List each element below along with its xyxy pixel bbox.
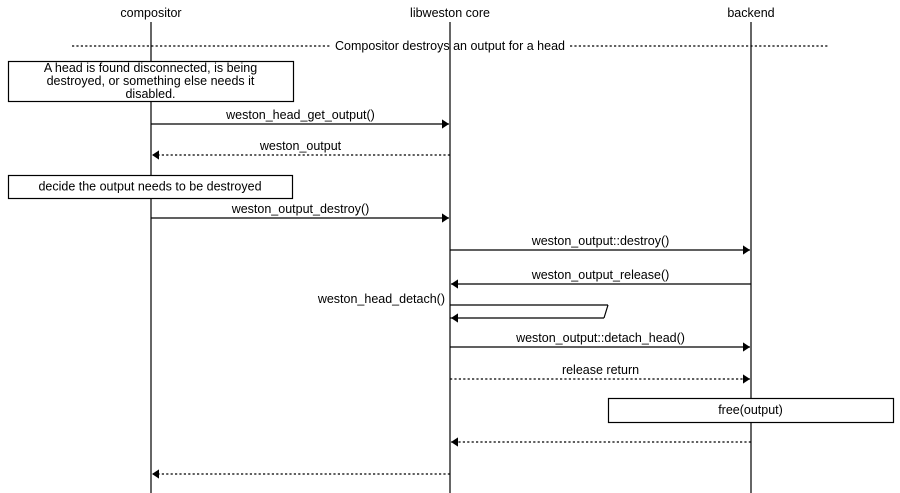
msg-weston-output-detach-head: weston_output::detach_head()	[450, 331, 750, 352]
msg-weston-head-get-output-label: weston_head_get_output()	[225, 108, 375, 122]
msg-return-backend-core-arrowhead	[451, 437, 458, 447]
msg-weston-output-destroy-arrowhead	[442, 213, 449, 223]
msg-weston-output-release: weston_output_release()	[451, 268, 751, 289]
msg-weston-output-detach-head-arrowhead	[743, 342, 750, 352]
messages-group: weston_head_get_output() weston_outputwes…	[151, 108, 751, 479]
msg-weston-output-destroy-cb-label: weston_output::destroy()	[531, 234, 670, 248]
msg-weston-output-destroy-label: weston_output_destroy()	[231, 202, 370, 216]
msg-weston-head-detach: weston_head_detach()	[317, 292, 609, 323]
divider-label: Compositor destroys an output for a head	[335, 39, 565, 53]
note-free-output-box	[607, 397, 895, 424]
notes-group: A head is found disconnected, is beingde…	[7, 60, 895, 424]
msg-release-return: release return	[450, 363, 750, 384]
note-free-output-line-0: free(output)	[718, 403, 783, 417]
msg-weston-output-detach-head-label: weston_output::detach_head()	[515, 331, 685, 345]
note-decide-destroy-box	[7, 174, 294, 200]
note-head-disconnected: A head is found disconnected, is beingde…	[7, 60, 295, 103]
msg-weston-head-get-output-arrowhead	[442, 119, 449, 129]
msg-weston-output-label: weston_output	[259, 139, 342, 153]
msg-weston-head-get-output: weston_head_get_output()	[151, 108, 449, 129]
msg-weston-output-release-arrowhead	[451, 279, 458, 289]
note-free-output: free(output)	[607, 397, 895, 424]
msg-release-return-label: release return	[562, 363, 639, 377]
msg-weston-output-release-label: weston_output_release()	[531, 268, 670, 282]
actor-label-backend: backend	[727, 6, 774, 20]
msg-weston-head-detach-line-turn	[603, 304, 609, 319]
actor-label-libweston-core: libweston core	[410, 6, 490, 20]
actor-labels-group: compositor libweston core backend	[120, 6, 774, 20]
note-head-disconnected-line-1: destroyed, or something else needs it	[47, 74, 255, 88]
note-head-disconnected-line-0: A head is found disconnected, is being	[44, 61, 257, 75]
msg-weston-output-destroy-cb-arrowhead	[743, 245, 750, 255]
note-head-disconnected-box	[7, 60, 295, 103]
msg-weston-head-detach-arrowhead	[451, 313, 458, 323]
msg-weston-output-arrowhead	[152, 150, 159, 160]
note-decide-destroy: decide the output needs to be destroyed	[7, 174, 294, 200]
msg-weston-output-destroy-cb: weston_output::destroy()	[450, 234, 750, 255]
msg-weston-head-detach-label: weston_head_detach()	[317, 292, 445, 306]
note-head-disconnected-line-2: disabled.	[125, 87, 175, 101]
msg-weston-output-destroy: weston_output_destroy()	[151, 202, 449, 223]
msg-return-core-compositor-arrowhead	[152, 469, 159, 479]
msg-release-return-arrowhead	[743, 374, 750, 384]
actor-label-compositor: compositor	[120, 6, 181, 20]
msg-weston-output: weston_output	[152, 139, 450, 160]
divider-group: Compositor destroys an output for a head	[72, 39, 828, 53]
msg-return-core-compositor	[152, 469, 450, 479]
note-decide-destroy-line-0: decide the output needs to be destroyed	[38, 180, 261, 194]
msg-return-backend-core	[451, 437, 751, 447]
